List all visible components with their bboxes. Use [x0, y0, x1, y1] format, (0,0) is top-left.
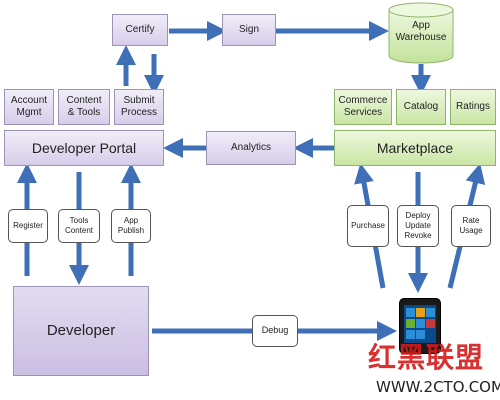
phone-icon: [399, 298, 441, 354]
watermark-url: WWW.2CTO.COM: [376, 378, 500, 396]
content-tools-node: Content & Tools: [58, 89, 110, 125]
sign-node: Sign: [222, 14, 276, 46]
watermark-chinese-text: 红黑联盟: [368, 341, 485, 374]
debug-label: Debug: [252, 315, 298, 347]
marketplace-node: Marketplace: [334, 130, 496, 166]
developer-portal-node: Developer Portal: [4, 130, 164, 166]
purchase-label: Purchase: [347, 205, 389, 247]
register-label: Register: [8, 209, 48, 243]
analytics-node: Analytics: [206, 131, 296, 165]
app-publish-label: App Publish: [111, 209, 151, 243]
commerce-services-node: Commerce Services: [334, 89, 392, 125]
account-mgmt-node: Account Mgmt: [4, 89, 54, 125]
ratings-node: Ratings: [450, 89, 496, 125]
certify-node: Certify: [112, 14, 168, 46]
rate-usage-label: Rate Usage: [451, 205, 491, 247]
catalog-node: Catalog: [396, 89, 446, 125]
developer-node: Developer: [13, 286, 149, 376]
app-warehouse-label: App Warehouse: [395, 20, 447, 43]
submit-process-node: Submit Process: [114, 89, 164, 125]
deploy-update-revoke-label: Deploy Update Revoke: [397, 205, 439, 247]
tools-content-label: Tools Content: [58, 209, 100, 243]
